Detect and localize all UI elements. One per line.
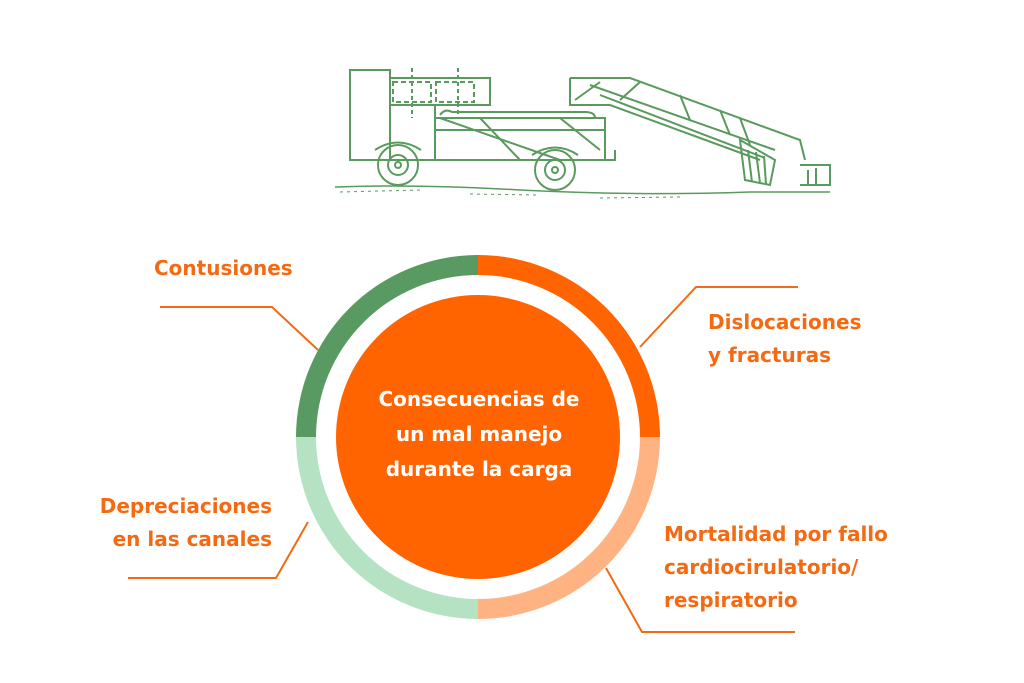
label-mortalidad: Mortalidad por fallo cardiocirulatorio/ … <box>664 518 888 617</box>
center-title-line-2: un mal manejo <box>395 422 563 446</box>
loading-machine-illustration <box>334 68 831 199</box>
leader-line-dislocaciones <box>639 286 798 348</box>
center-title-line-1: Consecuencias de <box>378 387 580 411</box>
ring-segment-dislocaciones <box>478 255 660 437</box>
label-depreciaciones-line-2: en las canales <box>112 527 272 551</box>
label-dislocaciones: Dislocaciones y fracturas <box>708 306 861 372</box>
ring-segment-mortalidad <box>478 437 660 619</box>
label-depreciaciones-line-1: Depreciaciones <box>99 494 272 518</box>
center-circle <box>336 295 620 579</box>
label-mortalidad-line-1: Mortalidad por fallo <box>664 522 888 546</box>
leader-line-mortalidad <box>605 567 795 633</box>
label-dislocaciones-line-1: Dislocaciones <box>708 310 862 334</box>
label-contusiones: Contusiones <box>154 252 293 285</box>
ring-segment-depreciaciones <box>296 437 478 619</box>
label-mortalidad-line-3: respiratorio <box>664 588 798 612</box>
center-title-line-3: durante la carga <box>385 457 573 481</box>
label-mortalidad-line-2: cardiocirulatorio/ <box>664 555 859 579</box>
label-depreciaciones: Depreciaciones en las canales <box>100 490 272 556</box>
ring-segment-contusiones <box>296 255 478 437</box>
label-contusiones-line-1: Contusiones <box>154 256 293 280</box>
center-title: Consecuencias de un mal manejo durante l… <box>337 382 621 487</box>
label-dislocaciones-line-2: y fracturas <box>708 343 831 367</box>
leader-line-contusiones <box>160 306 319 351</box>
leader-line-depreciaciones <box>128 521 309 579</box>
